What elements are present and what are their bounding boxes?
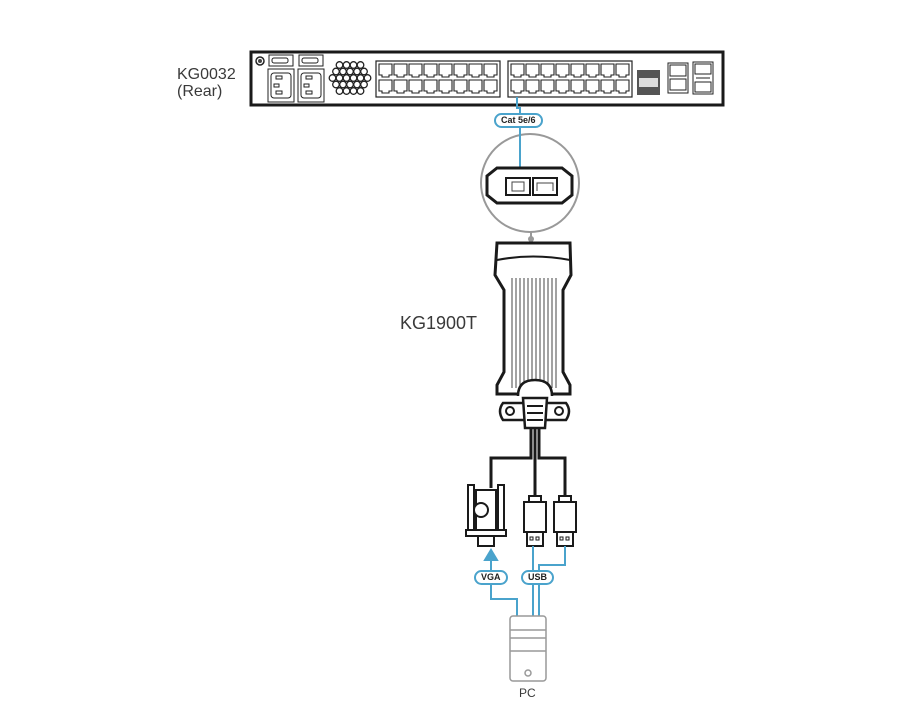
rj45-port — [585, 79, 600, 94]
rj45-port — [408, 63, 423, 78]
rj45-port — [483, 79, 498, 94]
adapter-cables — [489, 428, 567, 497]
fan-hole — [342, 87, 351, 95]
rj45-port — [408, 79, 423, 94]
fan-hole — [332, 80, 340, 89]
fan-hole — [349, 74, 358, 82]
rj45-port — [483, 63, 498, 78]
rj45-port — [453, 79, 468, 94]
adapter-model-label: KG1900T — [400, 313, 478, 333]
fan-hole — [328, 74, 337, 82]
fan-hole — [339, 67, 347, 76]
vga-cable-label: VGA — [474, 570, 508, 585]
fan-hole — [335, 87, 344, 95]
fan-hole — [353, 80, 361, 89]
rj45-port — [615, 79, 630, 94]
fan-hole — [356, 74, 365, 82]
rj45-port — [438, 79, 453, 94]
fan-hole — [346, 67, 354, 76]
fan-hole — [346, 80, 354, 89]
fan-hole — [360, 67, 368, 76]
rj45-port — [540, 63, 555, 78]
rj45-port — [570, 63, 585, 78]
rj45-port — [423, 63, 438, 78]
fan-hole — [360, 80, 368, 89]
switch-model-label: KG0032 — [177, 66, 236, 83]
kg1900t-adapter — [493, 241, 573, 430]
rj45-port-banks — [375, 60, 633, 98]
rj45-port — [570, 79, 585, 94]
rj45-port — [525, 79, 540, 94]
fan-hole — [353, 67, 361, 76]
cat-cable-label: Cat 5e/6 — [494, 113, 543, 128]
rj45-port — [438, 63, 453, 78]
rj45-port — [615, 63, 630, 78]
rj45-port — [525, 63, 540, 78]
rj45-connector-detail — [480, 118, 580, 242]
fan-hole — [349, 61, 358, 69]
usb-plug — [523, 495, 577, 547]
rj45-port — [540, 79, 555, 94]
rj45-port — [600, 79, 615, 94]
usb-cable-label: USB — [521, 570, 555, 585]
rj45-port — [378, 63, 393, 78]
fan-hole — [349, 87, 358, 95]
fan-vent — [328, 61, 372, 95]
fan-hole — [332, 67, 340, 76]
rj45-port — [555, 63, 570, 78]
fan-hole — [363, 74, 372, 82]
switch-view-label: (Rear) — [177, 83, 223, 100]
kg0032-rear-panel — [249, 50, 725, 107]
fan-hole — [335, 74, 344, 82]
rj45-port — [393, 63, 408, 78]
rj45-port — [585, 63, 600, 78]
rj45-port — [555, 79, 570, 94]
fan-hole — [339, 80, 347, 89]
dip-switch — [637, 70, 660, 95]
rj45-port — [468, 63, 483, 78]
rj45-port — [453, 63, 468, 78]
power-switch — [268, 54, 324, 67]
fan-hole — [342, 61, 351, 69]
fan-hole — [335, 61, 344, 69]
rj45-port — [393, 79, 408, 94]
pc-label: PC — [519, 686, 536, 700]
fan-hole — [356, 87, 365, 95]
pc-tower-icon — [509, 615, 547, 682]
rj45-port — [510, 63, 525, 78]
power-socket — [267, 68, 325, 103]
rj45-port — [378, 79, 393, 94]
fan-hole — [356, 61, 365, 69]
rj45-port — [468, 79, 483, 94]
vga-connector — [465, 484, 507, 547]
fan-hole — [342, 74, 351, 82]
rj45-port — [510, 79, 525, 94]
console-ports — [667, 61, 714, 95]
rj45-port — [600, 63, 615, 78]
rj45-port — [423, 79, 438, 94]
